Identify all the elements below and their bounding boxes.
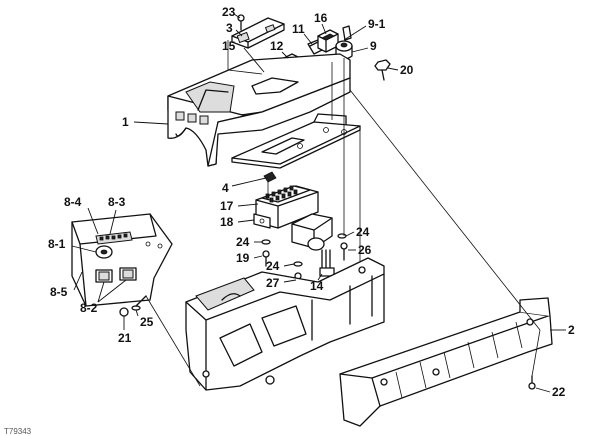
part-17-fuse-block	[253, 185, 319, 229]
callout-18: 18	[220, 215, 234, 229]
callout-19: 19	[236, 251, 250, 265]
callout-8-5: 8-5	[50, 285, 68, 299]
callout-8-4: 8-4	[64, 195, 82, 209]
callout-14: 14	[310, 279, 324, 293]
part-3-cover	[231, 17, 285, 49]
callout-4: 4	[222, 181, 229, 195]
callout-11: 11	[292, 22, 305, 36]
callout-25: 25	[140, 315, 154, 329]
callout-24-lower: 24	[266, 259, 280, 273]
callout-8-3: 8-3	[108, 195, 126, 209]
callout-22: 22	[552, 385, 566, 399]
part-16-switch	[317, 29, 339, 53]
callout-8-1: 8-1	[48, 237, 66, 251]
callout-17: 17	[220, 199, 234, 213]
callout-15: 15	[222, 39, 236, 53]
part-1-console-housing	[167, 53, 351, 167]
callout-23: 23	[222, 5, 236, 19]
callout-21: 21	[118, 331, 132, 345]
part-2-side-cover	[339, 297, 553, 427]
callout-9: 9	[370, 39, 377, 53]
leader-lines	[71, 13, 566, 393]
callout-26: 26	[358, 243, 372, 257]
part-4-bracket	[263, 171, 277, 183]
part-24-26-screw	[337, 233, 348, 261]
callout-8-2: 8-2	[80, 301, 98, 315]
part-4-mounting-plate	[231, 113, 361, 169]
callout-2: 2	[568, 323, 575, 337]
callout-3: 3	[226, 21, 233, 35]
callout-16: 16	[314, 11, 328, 25]
callout-20: 20	[400, 63, 414, 77]
part-22-screw	[528, 375, 536, 390]
part-20-bolt	[374, 59, 391, 81]
part-23-screw	[237, 14, 245, 31]
assembly-lines	[145, 40, 541, 387]
part-lower-console-frame	[185, 257, 385, 391]
callout-9-1: 9-1	[368, 17, 386, 31]
footer-figure-code: T79343	[4, 427, 32, 436]
callout-24-right: 24	[356, 225, 370, 239]
callout-24-upper: 24	[236, 235, 250, 249]
part-8-switch-panel	[71, 213, 173, 307]
part-14-relay	[291, 213, 335, 277]
callout-27: 27	[266, 276, 280, 290]
callout-1: 1	[122, 115, 129, 129]
callout-12: 12	[270, 39, 284, 53]
part-9-ignition-switch	[335, 25, 353, 60]
callout-labels: 23 3 15 12 11 16 9-1 9 20 1 4 17 18 24 1…	[48, 5, 575, 399]
